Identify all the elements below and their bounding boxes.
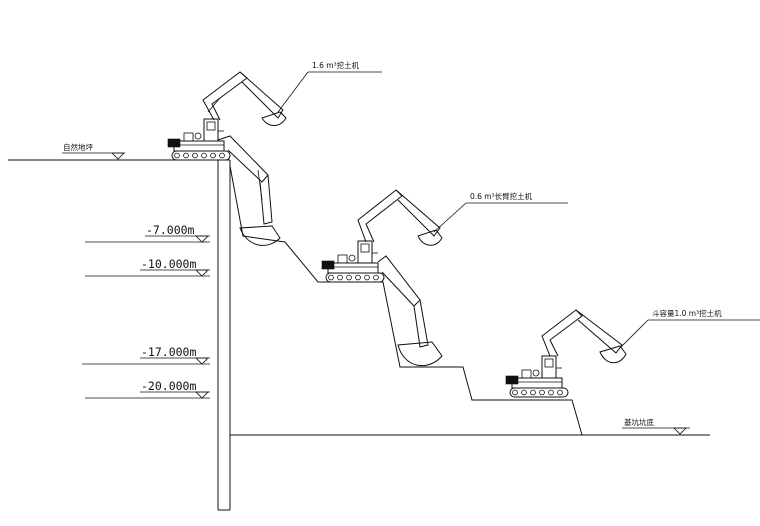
excavation-slope-profile	[229, 165, 583, 436]
excavator-2-label: 0.6 m³长臂挖土机	[470, 191, 533, 201]
level-label-10m: -10.000m	[141, 257, 196, 271]
excavator-2	[321, 189, 443, 367]
level-label-7m: -7.000m	[146, 223, 195, 237]
excavator-3	[505, 309, 627, 398]
level-marker-7m	[85, 235, 210, 243]
callout-excavator-2	[433, 202, 568, 233]
pit-bottom-label: 基坑坑底	[624, 417, 654, 427]
level-label-17m: -17.000m	[141, 345, 196, 359]
ground-level-marker	[62, 152, 125, 160]
retaining-wall	[217, 160, 231, 511]
callout-excavator-3	[617, 319, 760, 351]
level-label-20m: -20.000m	[141, 379, 196, 393]
level-marker-10m	[85, 269, 210, 277]
level-marker-17m	[82, 357, 210, 365]
pit-bottom-level-marker	[622, 427, 690, 435]
callout-excavator-1	[277, 71, 382, 113]
excavator-1	[167, 71, 287, 246]
level-marker-20m	[85, 391, 210, 399]
excavator-1-label: 1.6 m³挖土机	[312, 60, 360, 70]
excavator-3-label: 斗容量1.0 m³挖土机	[652, 308, 722, 318]
ground-level-label: 自然地坪	[63, 142, 93, 152]
